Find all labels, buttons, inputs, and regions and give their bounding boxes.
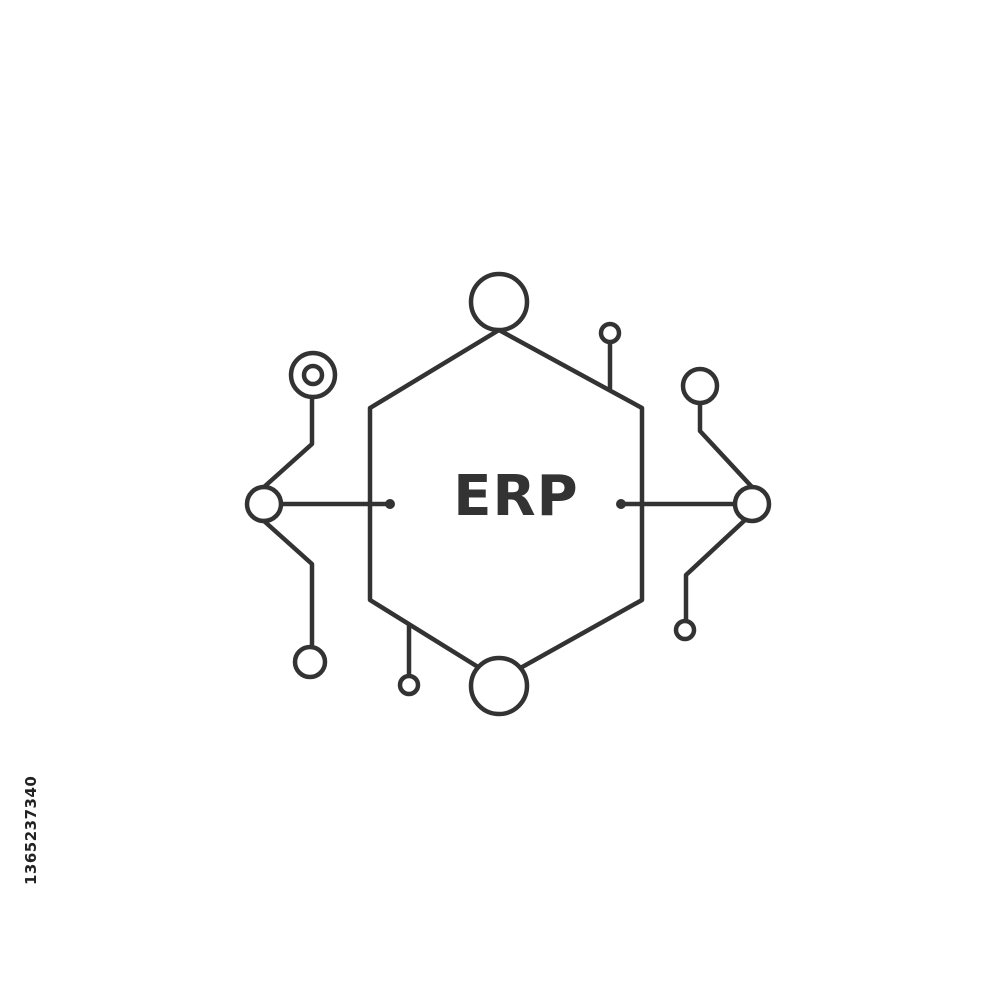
right-top-node-circle	[680, 366, 720, 406]
left-target-inner-circle	[301, 363, 325, 387]
right-hub-circle	[732, 484, 772, 524]
left-hub-circle	[244, 484, 284, 524]
erp-label: ERP	[453, 464, 578, 529]
left-upper-branch	[261, 395, 315, 490]
left-lower-branch	[261, 518, 315, 649]
top-right-pin-circle	[598, 321, 622, 345]
left-connector-dot	[385, 499, 395, 509]
right-upper-branch	[697, 399, 755, 490]
top-node-circle	[468, 271, 530, 333]
left-bottom-node-circle	[292, 644, 328, 680]
right-connector-dot	[616, 499, 626, 509]
right-lower-branch	[683, 517, 748, 624]
stock-id-text: 1365237340	[22, 775, 40, 885]
right-bottom-pin-circle	[673, 618, 697, 642]
bottom-left-pin-circle	[397, 673, 421, 697]
bottom-node-circle	[468, 655, 530, 717]
